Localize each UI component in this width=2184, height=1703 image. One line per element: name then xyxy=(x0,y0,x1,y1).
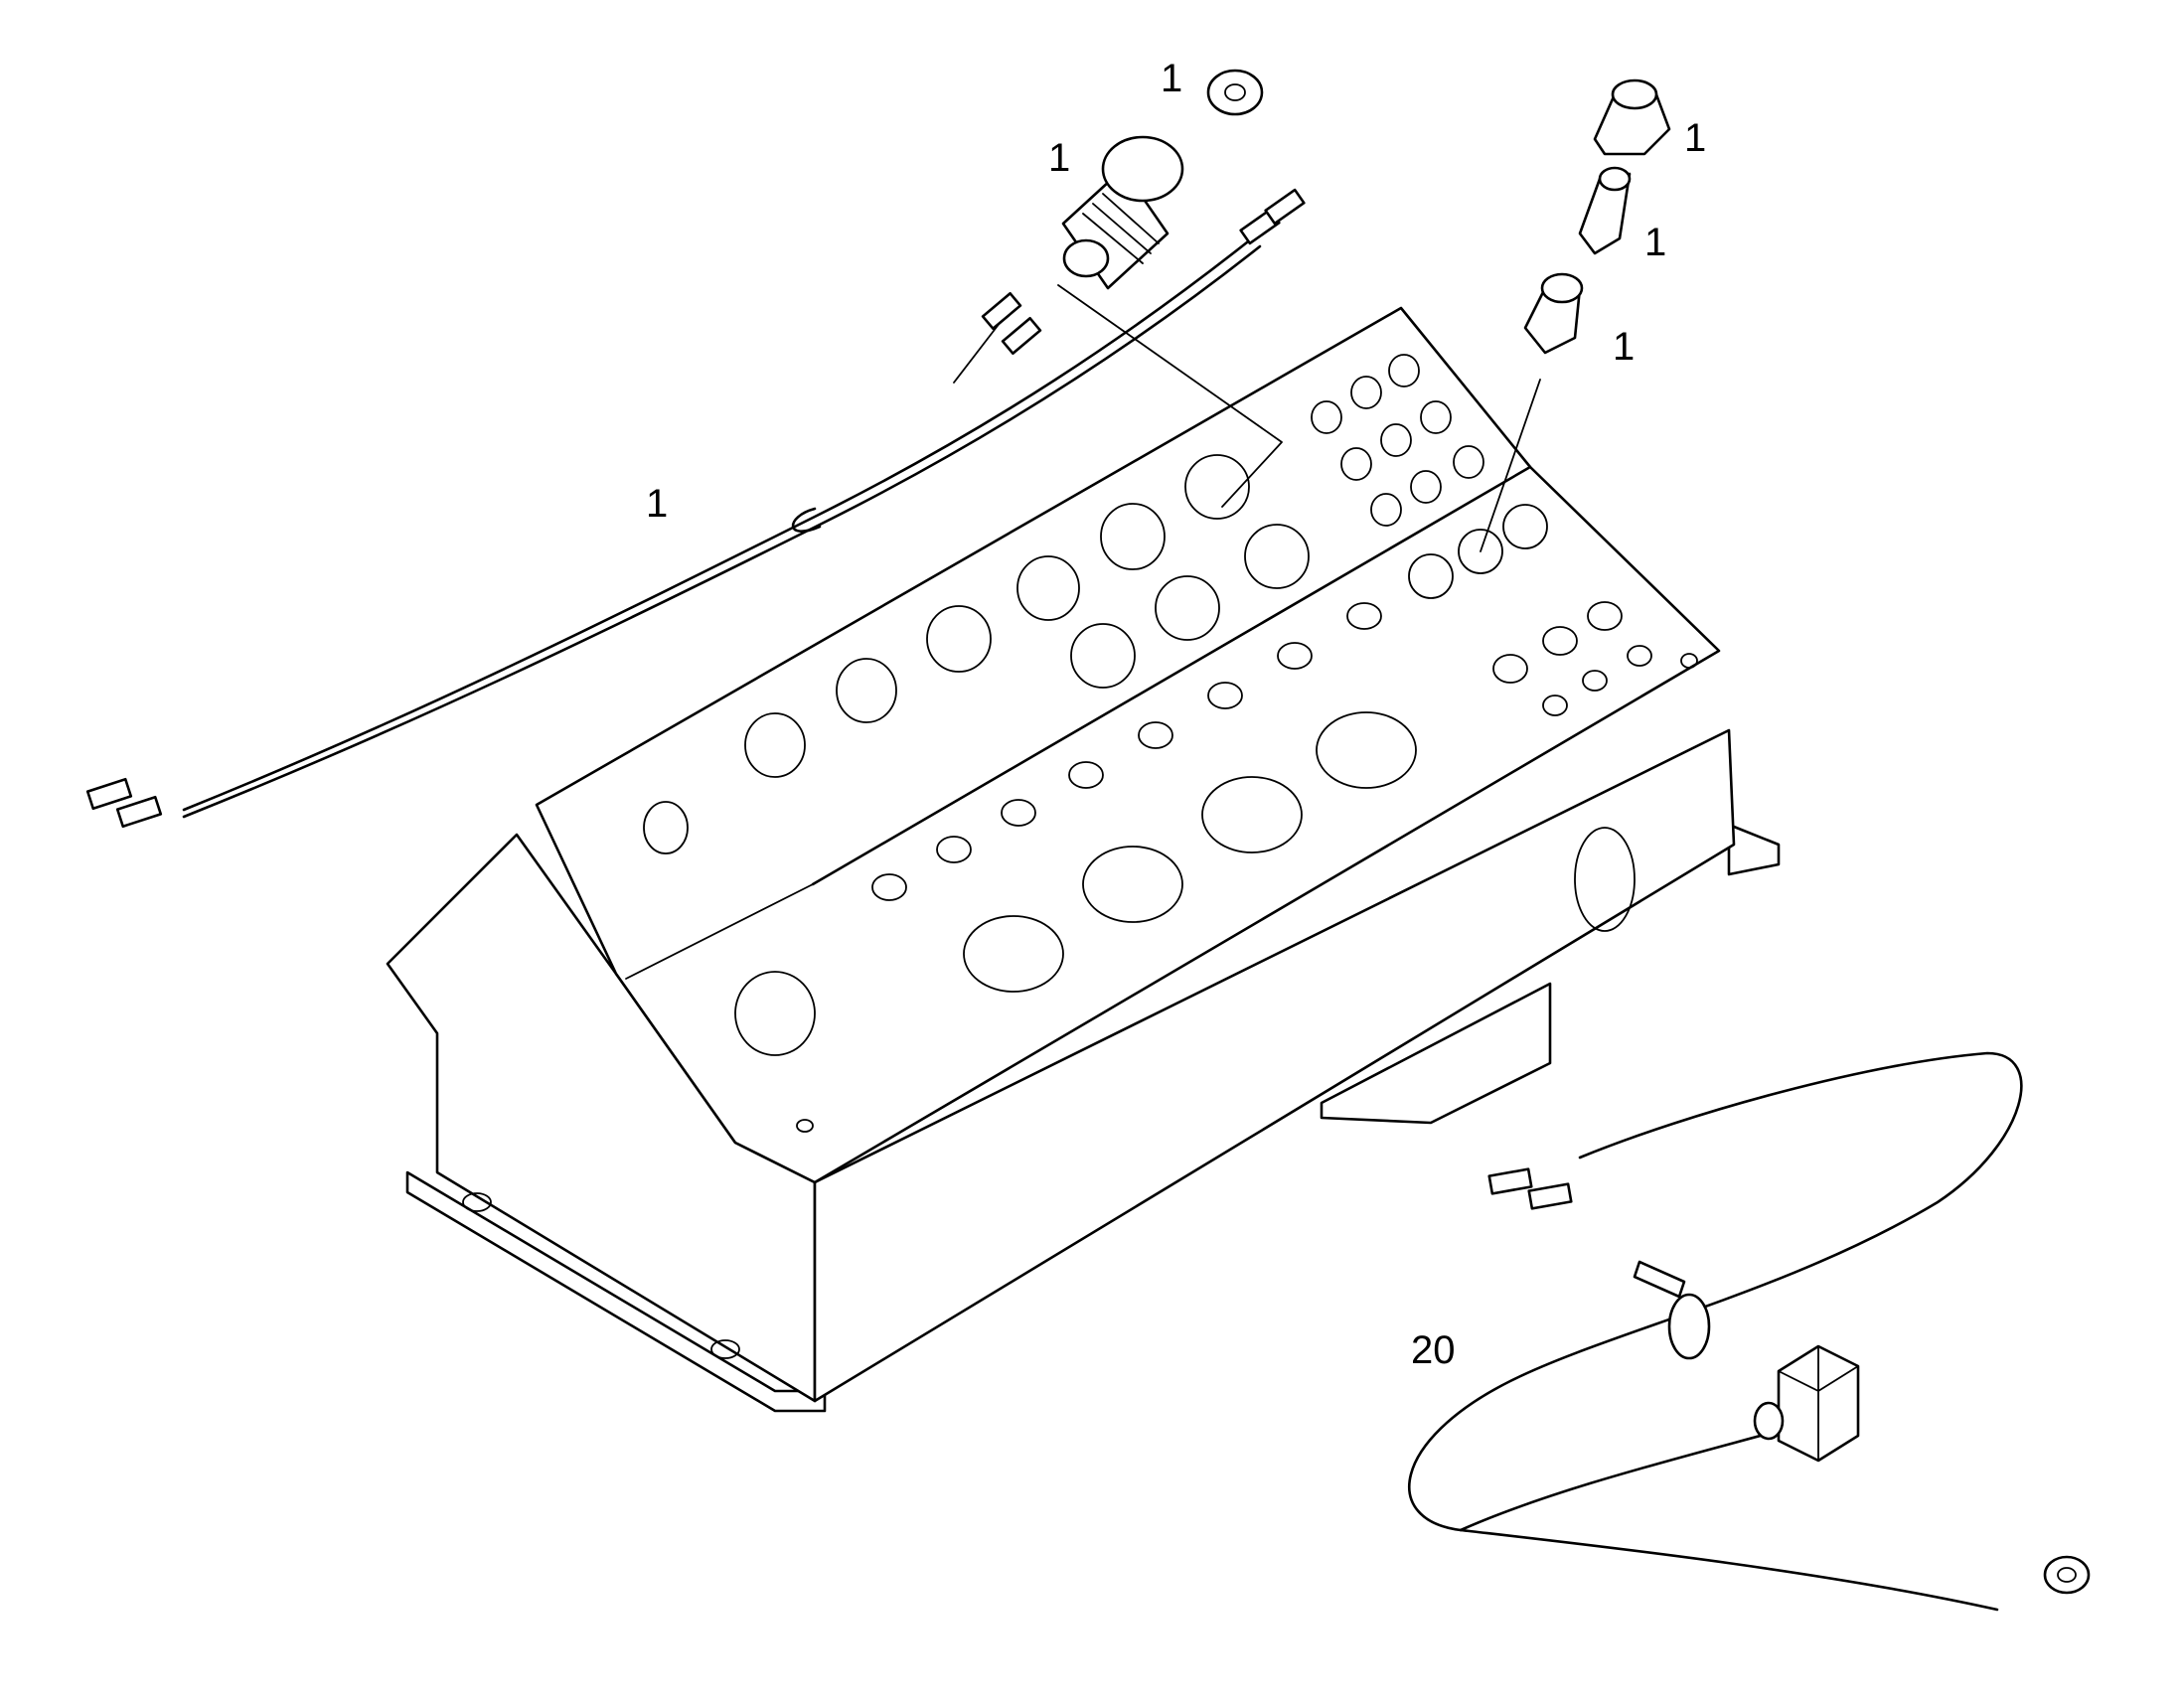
lamp-cap xyxy=(1593,78,1671,156)
panel-ridge xyxy=(811,465,1532,886)
ring-terminal xyxy=(2043,1555,2091,1595)
grommet xyxy=(1206,69,1264,116)
harness-branch xyxy=(953,317,1005,384)
pushbutton-switch xyxy=(1061,135,1184,290)
callout-wire-harness: 1 xyxy=(646,482,668,526)
sensor-cable xyxy=(1408,1051,2091,1612)
sloped-instrument-panel xyxy=(535,306,1721,1184)
harness-wire-b xyxy=(182,244,1262,819)
small-hole xyxy=(796,1119,814,1133)
leader-lines xyxy=(1057,284,1541,552)
callout-lamp-socket: 1 xyxy=(1613,325,1635,369)
connector-plug xyxy=(1753,1344,1860,1463)
side-connector-opening xyxy=(1574,827,1636,932)
harness-loop xyxy=(791,507,822,533)
cable-tie xyxy=(1633,1260,1711,1360)
harness-terminals-left xyxy=(85,777,163,829)
callout-lamp-cap: 1 xyxy=(1684,116,1706,160)
pushbutton-cap xyxy=(1101,135,1184,203)
right-panel-holes xyxy=(1492,601,1698,716)
mount-hole-1 xyxy=(462,1192,492,1212)
lamp-bulb xyxy=(1578,166,1632,255)
leader-lamp xyxy=(1480,379,1541,552)
harness-terminals-upper xyxy=(981,188,1306,355)
sensor-cable-terminals xyxy=(1487,1167,1573,1210)
panel-lower-step xyxy=(625,883,814,980)
sensor-cable-branch xyxy=(1459,1429,1781,1532)
console-underside-box xyxy=(1320,982,1552,1125)
lower-panel-holes xyxy=(734,602,1417,1056)
leader-pushbutton xyxy=(1057,284,1283,508)
pushbutton-thread xyxy=(1082,193,1160,264)
callout-grommet: 1 xyxy=(1161,57,1182,100)
key-switch-cutout xyxy=(643,801,689,854)
callouts: 1 1 1 1 1 1 20 xyxy=(646,57,1706,1372)
sensor-cable-loop xyxy=(1408,1051,2023,1612)
pushbutton-base xyxy=(1062,238,1110,278)
lamp-socket xyxy=(1523,272,1584,355)
indicator-light-holes xyxy=(1311,354,1548,599)
instrument-console-housing xyxy=(386,306,1781,1413)
base-flange-left xyxy=(405,1170,827,1413)
callout-sensor-cable: 20 xyxy=(1411,1328,1456,1372)
callout-lamp-bulb: 1 xyxy=(1644,221,1666,264)
callout-pushbutton: 1 xyxy=(1048,136,1070,180)
wire-harness xyxy=(85,188,1306,829)
mount-hole-2 xyxy=(710,1339,740,1359)
base-flange-right xyxy=(1727,823,1781,876)
upper-gauge-holes xyxy=(744,454,1310,778)
console-front-face xyxy=(813,728,1736,1403)
